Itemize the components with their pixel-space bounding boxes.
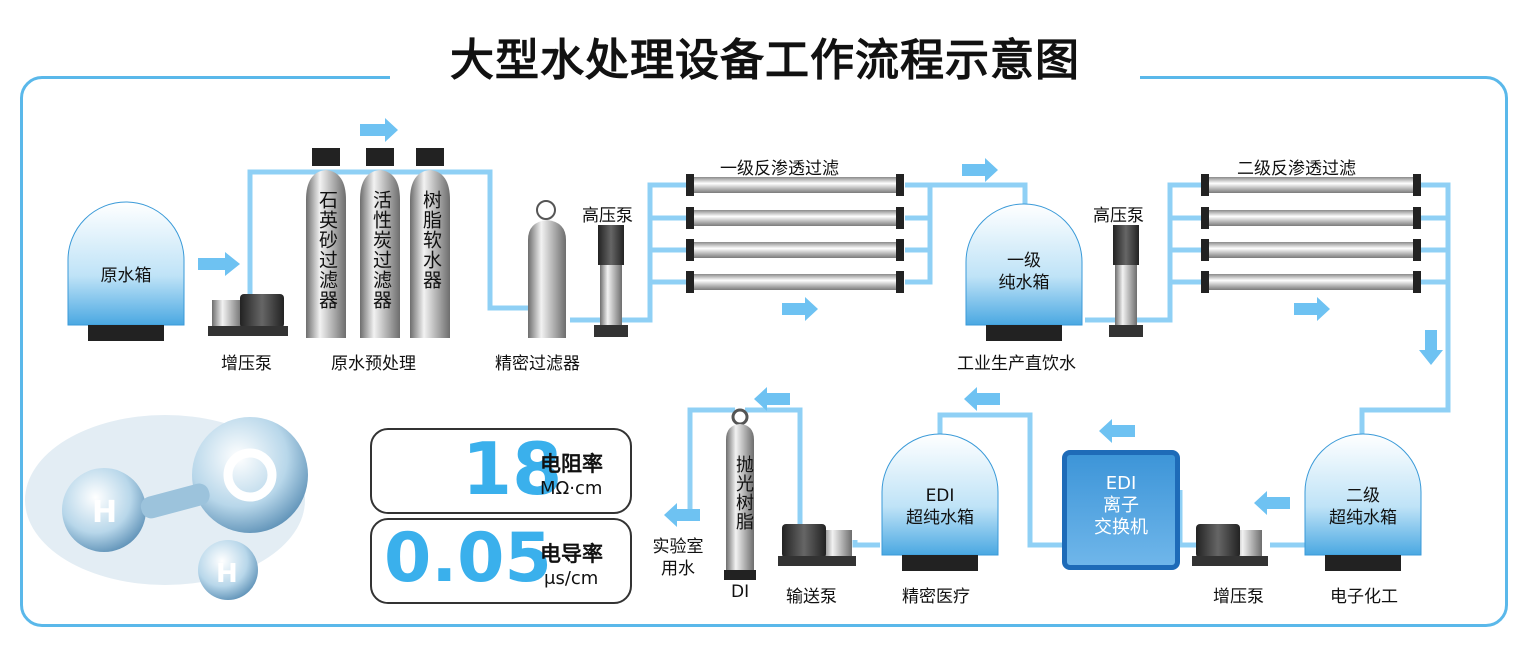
edi-unit	[1062, 450, 1180, 570]
resin-softener-label: 树脂软水器	[420, 190, 442, 290]
edi-ultrapure-tank-label: EDI 超纯水箱	[906, 486, 974, 528]
resistivity-value: 18	[462, 427, 563, 511]
ro-stage-2-label: 二级反渗透过滤	[1237, 159, 1356, 179]
ro-stage-1-label: 一级反渗透过滤	[720, 159, 839, 179]
resistivity-label: 电阻率	[540, 452, 603, 476]
edi-ion-exchanger-label: EDI 离子 交换机	[1094, 473, 1148, 538]
precision-medical-label: 精密医疗	[902, 587, 970, 607]
ultrapure-tank-2-label: 二级 超纯水箱	[1329, 486, 1397, 528]
precision-filter-label: 精密过滤器	[495, 354, 580, 374]
conductivity-box	[370, 518, 632, 604]
resistivity-unit: MΩ·cm	[540, 478, 603, 499]
pretreatment-label: 原水预处理	[331, 354, 416, 374]
pipes	[247, 169, 1451, 548]
high-pressure-pump-2-label: 高压泵	[1093, 206, 1144, 226]
ro-tubes	[686, 174, 1421, 293]
quartz-sand-filter-label: 石英砂过滤器	[316, 190, 338, 310]
conductivity-label: 电导率	[540, 542, 603, 566]
lab-water-label: 实验室 用水	[652, 537, 704, 579]
activated-carbon-filter-label: 活性炭过滤器	[370, 190, 392, 310]
conductivity-unit: μs/cm	[544, 568, 599, 589]
tank-shapes	[67, 201, 1422, 571]
polishing-resin-label: 抛光树脂	[733, 455, 754, 531]
booster-pump-2-label: 增压泵	[1213, 587, 1264, 607]
svg-text:H: H	[92, 495, 117, 530]
raw-water-tank-label: 原水箱	[100, 266, 152, 286]
svg-text:H: H	[216, 559, 238, 589]
electronics-chemical-label: 电子化工	[1330, 587, 1398, 607]
booster-pump-label: 增压泵	[221, 354, 272, 374]
filter-columns	[306, 148, 756, 580]
industrial-drinking-water-label: 工业生产直饮水	[957, 354, 1076, 374]
transfer-pump-label: 输送泵	[786, 587, 837, 607]
flow-arrows	[198, 118, 1443, 527]
pumps	[208, 225, 1268, 566]
resistivity-box	[370, 428, 632, 514]
di-label: DI	[731, 582, 750, 602]
water-molecule-image: H H	[25, 415, 308, 600]
high-pressure-pump-1-label: 高压泵	[582, 206, 633, 226]
page-title: 大型水处理设备工作流程示意图	[390, 26, 1140, 96]
pure-water-tank-1-label: 一级 纯水箱	[998, 251, 1050, 293]
conductivity-value: 0.05	[384, 519, 552, 598]
